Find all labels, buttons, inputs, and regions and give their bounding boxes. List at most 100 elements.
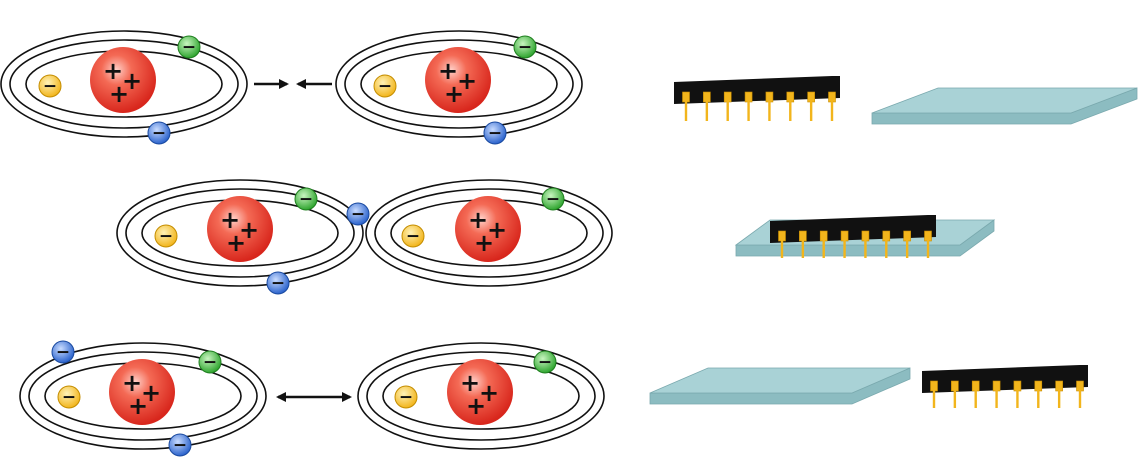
chip-body [674, 76, 840, 104]
electron-sign: − [62, 388, 76, 408]
chip-pin-shoulder [703, 91, 711, 103]
nucleus-body [109, 359, 175, 425]
chip-pin-leg [885, 240, 888, 258]
proton-sign: + [109, 80, 129, 108]
chip-pin-leg [995, 390, 998, 408]
proton-sign: + [220, 206, 240, 234]
plate-top [649, 367, 911, 394]
chip-pin-shoulder [799, 230, 807, 242]
chip-pin-shoulder [723, 91, 732, 103]
electron-body [294, 187, 318, 211]
chip-pin-leg [684, 101, 688, 121]
electron-yellow: − [394, 385, 418, 409]
proton-sign: + [457, 67, 477, 95]
electron-sign: − [538, 353, 552, 373]
chip-pin-leg [1016, 390, 1019, 408]
electron-body [266, 271, 290, 295]
proton-sign: + [487, 216, 507, 244]
electron-body [177, 35, 201, 59]
nucleus: +++ [425, 47, 491, 113]
chip-pin-shoulder [819, 230, 828, 242]
chip-pin-shoulder [1055, 380, 1063, 392]
nucleus: +++ [447, 359, 513, 425]
flat-plate-icon [871, 87, 1138, 125]
chip-pin-shoulder [765, 91, 774, 103]
chip-pin-shoulder [682, 91, 690, 103]
chip-pin-leg [830, 101, 834, 121]
atom: +++−−− [335, 30, 583, 145]
electron-sign: − [152, 124, 166, 144]
chip-pin-leg [789, 101, 792, 121]
arrows-layer [254, 79, 352, 402]
chip-pin-leg [726, 101, 729, 121]
chip-body [770, 215, 936, 243]
nucleus: +++ [109, 359, 175, 425]
proton-sign: + [141, 379, 161, 407]
electron-sign: − [518, 38, 532, 58]
nucleus: +++ [90, 47, 156, 113]
orbit-ring [9, 39, 239, 129]
electron-yellow: − [38, 74, 62, 98]
nucleus-body [447, 359, 513, 425]
electron-sign: − [182, 38, 196, 58]
electron-sign: − [299, 190, 313, 210]
electron-body [373, 74, 397, 98]
chip-pin-shoulder [992, 380, 1001, 392]
electron-yellow: − [57, 385, 81, 409]
chip-pin-leg [768, 101, 771, 121]
proton-sign: + [438, 57, 458, 85]
chip-pin-leg [864, 240, 867, 258]
chip-pin-shoulder [903, 230, 911, 242]
electron-sign: − [159, 227, 173, 247]
orbit-ring [335, 30, 583, 138]
proton-sign: + [479, 379, 499, 407]
chip-pin-leg [905, 240, 909, 258]
orbit-rings [0, 30, 248, 138]
electron-body [154, 224, 178, 248]
electron-sign: − [406, 227, 420, 247]
chip-pin-leg [747, 101, 750, 121]
chip-pin-leg [953, 390, 957, 408]
chip-pin-shoulder [924, 230, 932, 242]
atom: +++−−−− [19, 340, 267, 457]
chip-pin-leg [809, 101, 813, 121]
chip-pin-leg [932, 390, 936, 408]
chip-pin-shoulder [951, 380, 959, 392]
electron-green: − [513, 35, 537, 59]
chip-pin-leg [1037, 390, 1040, 408]
proton-sign: + [474, 229, 494, 257]
electron-blue: − [168, 433, 192, 457]
proton-sign: + [460, 369, 480, 397]
nucleus-body [207, 196, 273, 262]
electron-body [57, 385, 81, 409]
atom: +++ − − [357, 342, 605, 450]
electron-blue: − [346, 202, 370, 226]
electron-body [147, 121, 171, 145]
integrated-circuit-chip-icon [922, 365, 1088, 408]
electron-sign: − [399, 388, 413, 408]
proton-sign: + [466, 392, 486, 420]
proton-sign: + [239, 216, 259, 244]
electron-sign: − [173, 436, 187, 456]
chip-pin-shoulder [807, 91, 815, 103]
atom: +++ − − − [0, 30, 248, 145]
chips-layer [649, 76, 1138, 408]
chip-pin-shoulder [840, 230, 849, 242]
electron-green: − [177, 35, 201, 59]
electron-green: − [533, 350, 557, 374]
proton-sign: + [226, 229, 246, 257]
electron-sign: − [351, 205, 365, 225]
chip-pin-shoulder [828, 91, 836, 103]
chip-pin-shoulder [1034, 380, 1043, 392]
chip-body [922, 365, 1088, 393]
chip-pin-leg [822, 240, 825, 258]
proton-sign: + [444, 80, 464, 108]
orbit-ring [374, 188, 604, 278]
proton-sign: + [122, 67, 142, 95]
electron-body [541, 187, 565, 211]
chip-pin-leg [1057, 390, 1061, 408]
chip-pin-leg [974, 390, 977, 408]
chip-pin-shoulder [861, 230, 870, 242]
proton-sign: + [128, 392, 148, 420]
